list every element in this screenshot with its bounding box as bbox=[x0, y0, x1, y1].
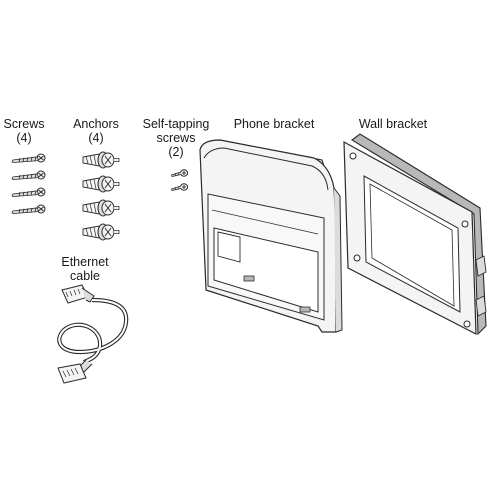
self-tapping-label-count: (2) bbox=[168, 145, 184, 159]
ethernet-label-line2: cable bbox=[70, 269, 100, 283]
anchor-4 bbox=[82, 223, 120, 241]
rj45-connector-bottom bbox=[57, 359, 93, 384]
wall-bracket-label-name: Wall bracket bbox=[358, 117, 428, 131]
self-tapping-screw-2 bbox=[171, 183, 189, 191]
rj45-connector-top bbox=[61, 284, 95, 304]
screws-label: Screws (4) bbox=[4, 117, 45, 145]
ethernet-cable bbox=[57, 284, 129, 384]
phone-bracket-label-name: Phone bracket bbox=[233, 117, 315, 131]
screw-1 bbox=[11, 153, 46, 163]
phone-bracket bbox=[199, 139, 343, 333]
self-tapping-screws-label: Self-tapping screws (2) bbox=[143, 117, 210, 159]
anchor-3 bbox=[82, 199, 120, 217]
screw-4 bbox=[11, 204, 46, 214]
screws-label-count: (4) bbox=[16, 131, 32, 145]
self-tapping-screws-group bbox=[171, 169, 189, 191]
anchor-1 bbox=[82, 151, 120, 169]
screws-group bbox=[11, 153, 46, 214]
screw-2 bbox=[11, 170, 46, 180]
ethernet-cable-label: Ethernet cable bbox=[61, 255, 108, 283]
self-tapping-screw-1 bbox=[171, 169, 189, 177]
screws-label-name: Screws bbox=[3, 117, 45, 131]
screw-3 bbox=[11, 187, 46, 197]
wall-bracket bbox=[343, 133, 487, 336]
anchors-label: Anchors (4) bbox=[73, 117, 119, 145]
phone-bracket-label: Phone bracket bbox=[234, 117, 315, 131]
self-tapping-label-line1: Self-tapping bbox=[142, 117, 210, 131]
wall-bracket-label: Wall bracket bbox=[359, 117, 427, 131]
anchors-group bbox=[82, 151, 120, 241]
anchor-2 bbox=[82, 175, 120, 193]
ethernet-label-line1: Ethernet bbox=[61, 255, 109, 269]
self-tapping-label-line2: screws bbox=[156, 131, 196, 145]
anchors-label-name: Anchors bbox=[73, 117, 119, 131]
anchors-label-count: (4) bbox=[88, 131, 104, 145]
